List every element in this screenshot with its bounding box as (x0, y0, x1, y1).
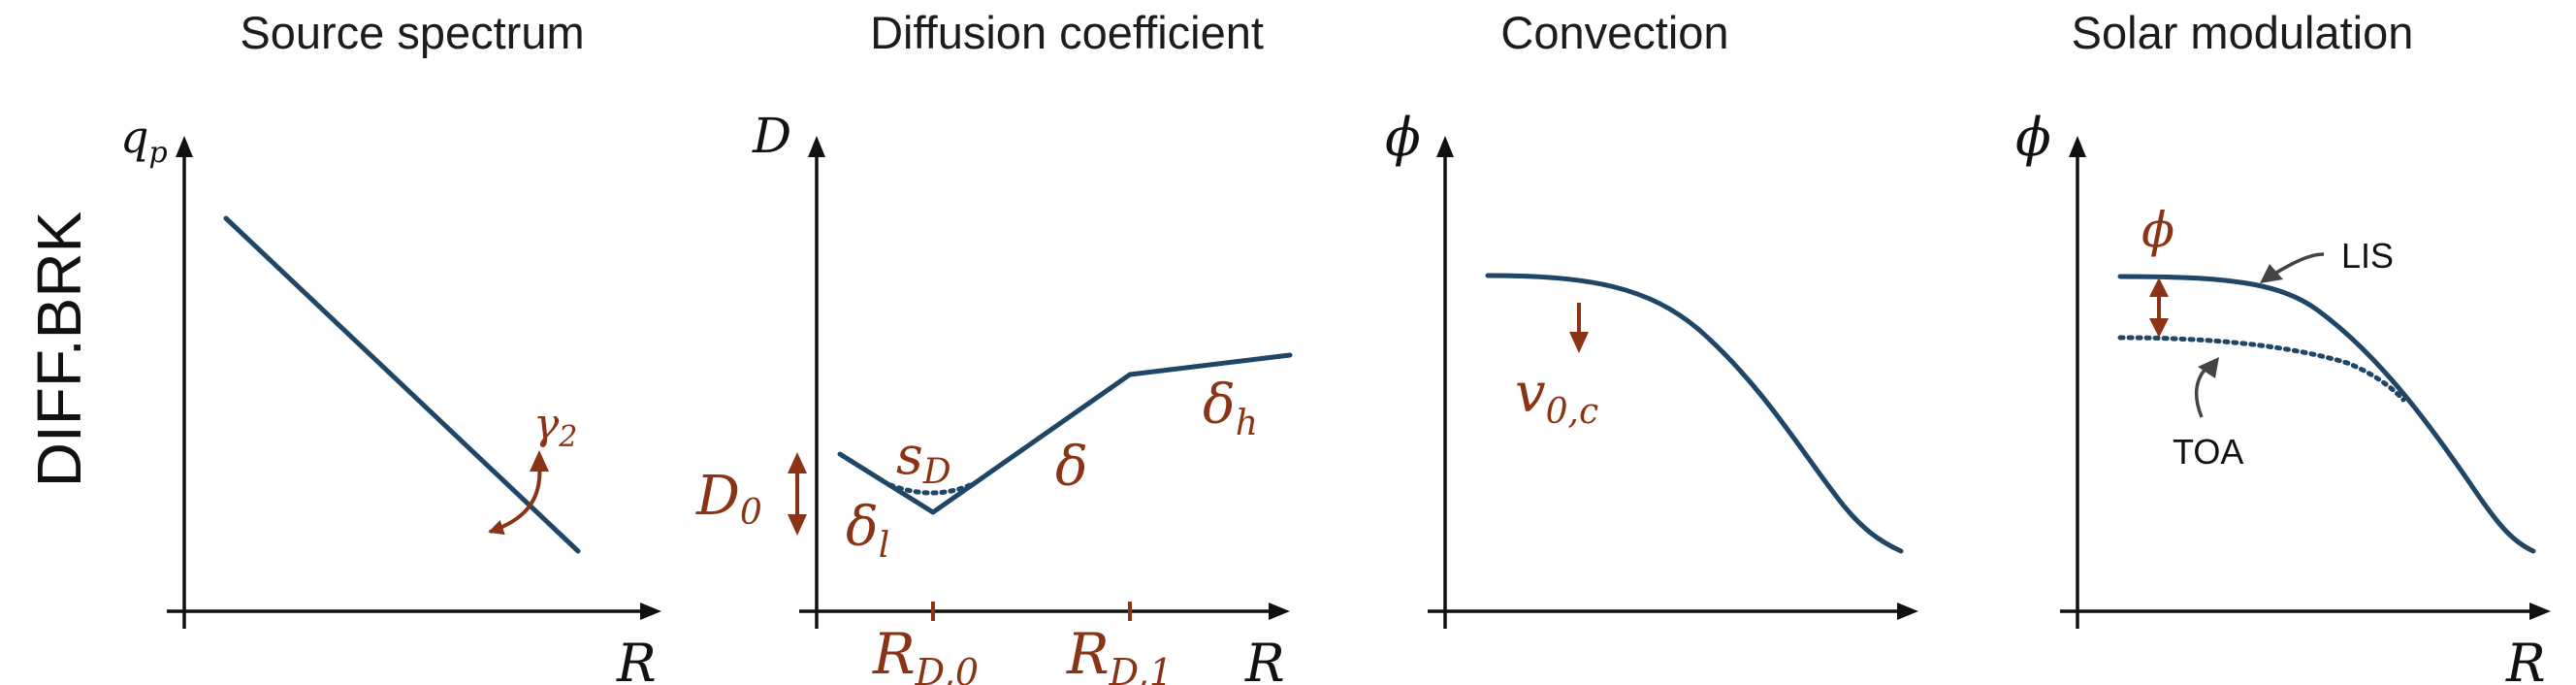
x-axis-arrowhead (2529, 603, 2551, 620)
y-axis-arrowhead (176, 136, 193, 157)
x-axis-arrowhead (640, 603, 661, 620)
v0c-arrowhead (1569, 332, 1589, 353)
panel-title: Diffusion coefficient (870, 7, 1264, 58)
row-label: DIFF.BRK (24, 212, 94, 487)
phi-arrowhead-up (2149, 277, 2169, 297)
gamma2-label: γ2 (533, 400, 577, 454)
smoothing-dotted-curve (887, 482, 973, 496)
toa-pointer-arrowhead (2198, 357, 2219, 378)
panel-title: Source spectrum (240, 7, 584, 58)
d0-label: D0 (695, 465, 762, 533)
y-axis-label: qp (120, 111, 168, 170)
panel-title: Convection (1500, 7, 1728, 58)
lis-curve (2117, 274, 2536, 554)
v0c-label: v0,c (1515, 362, 1598, 432)
lis-label: LIS (2341, 236, 2394, 276)
d0-arrowhead-down (788, 514, 807, 536)
delta-l-label: δl (846, 496, 889, 566)
y-axis-label: D (752, 108, 791, 164)
panel-source-spectrum: Source spectrum qp R γ2 (120, 7, 661, 685)
toa-label: TOA (2173, 432, 2243, 472)
y-axis-label: ϕ (2015, 107, 2051, 168)
d0-arrowhead-up (788, 452, 807, 473)
rd0-label: RD,0 (872, 621, 979, 685)
phi-arrowhead-down (2149, 318, 2169, 338)
panel-solar-modulation: Solar modulation ϕ R ϕ LIS TOA (2015, 7, 2551, 685)
diffusion-curve (837, 352, 1293, 515)
delta-h-label: δh (1203, 374, 1258, 443)
y-axis-arrowhead (1436, 136, 1454, 157)
delta-label: δ (1055, 436, 1088, 499)
panel-convection: Convection ϕ v0,c (1385, 7, 1918, 629)
convection-curve (1485, 273, 1904, 554)
rd1-label: RD,1 (1066, 621, 1173, 685)
phi-label: ϕ (2141, 202, 2174, 258)
panel-diffusion-coefficient: Diffusion coefficient D R D0 sD δl δ δh … (695, 7, 1293, 685)
x-axis-arrowhead (1269, 603, 1290, 620)
x-axis-label: R (1244, 633, 1285, 685)
gamma2-arrowhead-top (530, 450, 549, 472)
y-axis-arrowhead (2069, 136, 2086, 157)
lis-pointer-arrow (2270, 252, 2325, 277)
sd-label: sD (896, 425, 951, 492)
x-axis-label: R (616, 633, 657, 685)
gamma2-rotation-arrow (488, 463, 542, 536)
x-axis-arrowhead (1897, 603, 1918, 620)
x-axis-label: R (2505, 633, 2546, 685)
panel-title: Solar modulation (2072, 7, 2414, 58)
toa-curve (2117, 335, 2406, 403)
lis-pointer-arrowhead (2260, 264, 2283, 283)
source-spectrum-line (223, 215, 581, 554)
y-axis-label: ϕ (1385, 107, 1421, 168)
toa-pointer-arrow (2194, 365, 2209, 418)
y-axis-arrowhead (808, 136, 825, 157)
